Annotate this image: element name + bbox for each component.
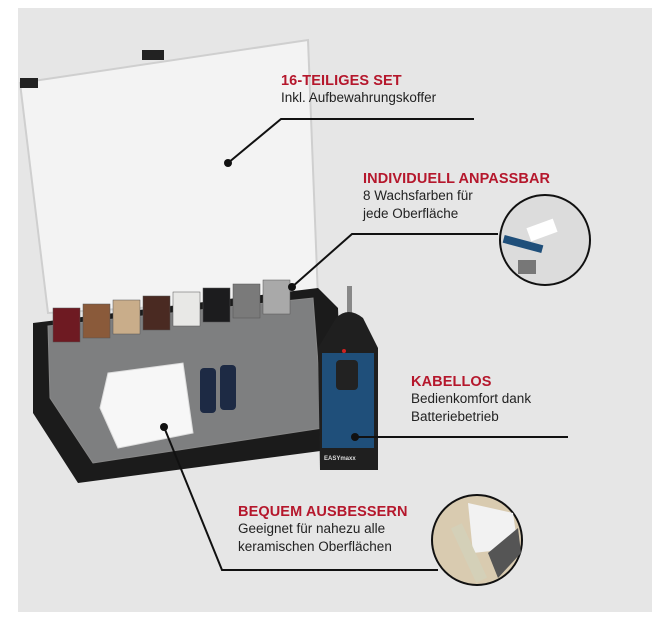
cleaning-cloth bbox=[99, 362, 194, 449]
wax-stick bbox=[262, 279, 291, 315]
battery bbox=[220, 365, 236, 410]
device-tip bbox=[347, 286, 352, 316]
callout-text: Bedienkomfort dank bbox=[411, 391, 532, 406]
wax-stick bbox=[52, 307, 81, 343]
wax-stick bbox=[142, 295, 171, 331]
lid-hinge-icon bbox=[20, 78, 38, 88]
callout-customizable: INDIVIDUELL ANPASSBAR 8 Wachsfarben für … bbox=[363, 171, 550, 223]
callout-text: Geeignet für nahezu alle bbox=[238, 521, 386, 536]
callout-set: 16-TEILIGES SET Inkl. Aufbewahrungskoffe… bbox=[281, 73, 436, 107]
wax-stick bbox=[82, 303, 111, 339]
callout-text: Inkl. Aufbewahrungskoffer bbox=[281, 90, 437, 105]
device-brand-logo: EASYmaxx bbox=[324, 456, 356, 462]
wax-sticks bbox=[52, 279, 291, 343]
callout-title: KABELLOS bbox=[411, 374, 492, 390]
wax-stick bbox=[202, 287, 231, 323]
battery bbox=[200, 368, 216, 413]
wax-stick bbox=[172, 291, 201, 327]
wax-application-inset bbox=[499, 194, 591, 286]
device-button-icon bbox=[336, 360, 358, 390]
wax-stick bbox=[232, 283, 261, 319]
case-lid bbox=[18, 38, 320, 315]
wax-stick bbox=[112, 299, 141, 335]
callout-text: jede Oberfläche bbox=[363, 206, 459, 221]
callout-title: INDIVIDUELL ANPASSBAR bbox=[363, 171, 551, 187]
callout-cordless: KABELLOS Bedienkomfort dank Batteriebetr… bbox=[411, 374, 531, 426]
callout-title: 16-TEILIGES SET bbox=[281, 73, 402, 89]
callout-repair: BEQUEM AUSBESSERN Geeignet für nahezu al… bbox=[238, 504, 408, 556]
product-image: 16-TEILIGES SET Inkl. Aufbewahrungskoffe… bbox=[18, 8, 652, 612]
lid-hinge-icon bbox=[142, 50, 164, 60]
product-illustration bbox=[18, 38, 591, 586]
callout-text: 8 Wachsfarben für bbox=[363, 188, 473, 203]
callout-text: keramischen Oberflächen bbox=[238, 539, 392, 554]
callout-text: Batteriebetrieb bbox=[411, 409, 499, 424]
ceramic-surface-inset bbox=[431, 494, 523, 586]
callout-title: BEQUEM AUSBESSERN bbox=[238, 504, 408, 520]
